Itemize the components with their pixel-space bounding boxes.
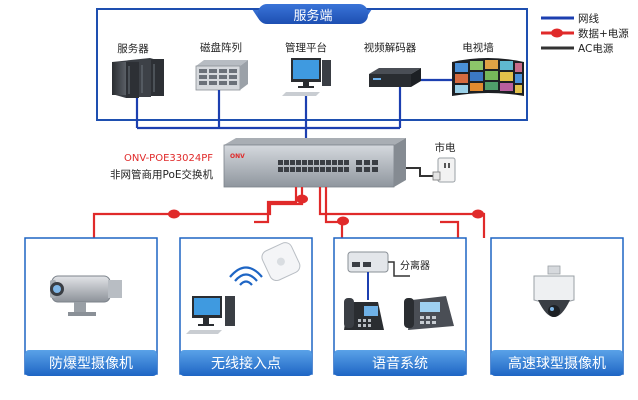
endpoint-label-bar <box>25 350 157 376</box>
ip-phone-left <box>344 298 384 330</box>
legend: 网线 数据+电源 AC电源 <box>541 12 629 55</box>
endpoint-panels: 防爆型摄像机 无线接入点 语音系统 高速球型摄像机 <box>24 237 624 376</box>
device-label-management-platform: 管理平台 <box>285 41 327 54</box>
speed-dome-camera-icon <box>533 265 575 317</box>
server-network-lines <box>135 78 452 140</box>
mains-power: 市电 <box>406 141 456 183</box>
device-label-tv-wall: 电视墙 <box>462 41 494 54</box>
device-label-server: 服务器 <box>117 42 149 55</box>
wifi-waves-icon <box>229 266 263 286</box>
poe-badge <box>472 209 484 219</box>
wall-outlet-icon <box>437 157 456 183</box>
disk-array-icon <box>195 60 248 91</box>
switch-brand: ONV <box>230 153 245 160</box>
legend-label-ac-power: AC电源 <box>578 42 614 55</box>
device-label-video-decoder: 视频解码器 <box>364 41 417 54</box>
splitter-cable <box>388 261 410 277</box>
splitter-icon <box>347 251 389 273</box>
tv-wall-icon <box>452 58 524 96</box>
endpoint-label-bar <box>180 350 312 376</box>
legend-label-data-power: 数据+电源 <box>578 27 629 40</box>
poe-cables <box>92 187 486 242</box>
device-label-disk-array: 磁盘阵列 <box>200 41 242 54</box>
switch-description: 非网管商用PoE交换机 <box>110 168 214 181</box>
endpoint-label-wireless-ap: 无线接入点 <box>211 355 281 372</box>
video-decoder-icon <box>369 68 421 87</box>
management-pc-icon <box>282 58 331 96</box>
poe-badge <box>296 194 308 204</box>
switch-model: ONV-POE33024PF <box>124 153 213 164</box>
splitter-label: 分离器 <box>400 259 430 272</box>
ap-device <box>261 242 301 282</box>
server-panel: 服务端 服务器 磁盘阵列 管理平台 视频解码器 电视墙 <box>96 4 528 140</box>
endpoint-label-explosion-proof-camera: 防爆型摄像机 <box>49 356 133 372</box>
switch-front <box>223 144 395 188</box>
switch-side <box>394 138 406 187</box>
poe-badge <box>337 216 349 226</box>
switch-top <box>224 138 406 145</box>
endpoint-label-voice-system: 语音系统 <box>372 355 428 372</box>
poe-switch: ONV ONV-POE33024PF 非网管商用PoE交换机 <box>110 138 406 188</box>
endpoint-label-bar <box>334 350 466 376</box>
explosion-proof-camera-icon <box>50 275 122 316</box>
ac-power-cable <box>406 167 434 177</box>
mains-label: 市电 <box>435 141 456 154</box>
server-panel-title-bg <box>258 4 368 24</box>
endpoint-label-speed-dome-camera: 高速球型摄像机 <box>508 355 606 372</box>
endpoint-label-bar <box>491 350 623 376</box>
ip-phone-right <box>404 296 454 330</box>
poe-badge <box>168 209 180 219</box>
legend-label-network: 网线 <box>578 12 599 25</box>
poe-badges <box>168 194 484 226</box>
switch-ports <box>278 160 378 172</box>
desktop-pc-icon <box>186 296 235 334</box>
voice-phone-icon: 分离器 <box>344 251 454 330</box>
server-icon <box>112 58 164 98</box>
wireless-ap-icon <box>186 242 301 334</box>
legend-poe-badge <box>551 28 563 38</box>
server-panel-title: 服务端 <box>293 8 332 24</box>
